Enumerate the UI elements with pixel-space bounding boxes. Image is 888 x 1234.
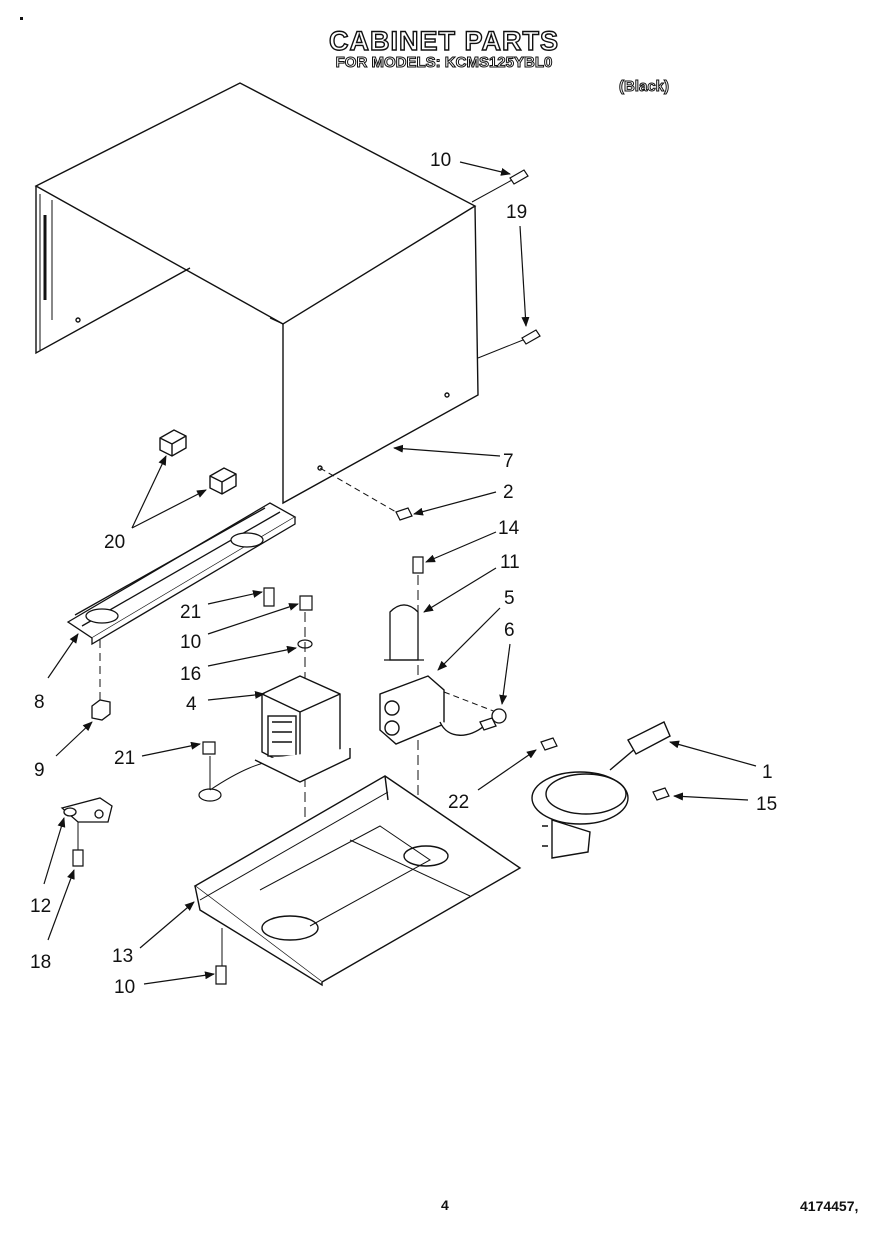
callout-4: 4 xyxy=(186,694,197,715)
callout-21-upper: 21 xyxy=(180,602,201,623)
page-number: 4 xyxy=(441,1197,449,1213)
callout-8: 8 xyxy=(34,692,45,713)
callout-20: 20 xyxy=(104,532,125,553)
callout-22: 22 xyxy=(448,792,469,813)
callout-10-bottom: 10 xyxy=(114,977,135,998)
callout-2: 2 xyxy=(503,482,514,503)
leader-arrows xyxy=(43,161,757,985)
bracket-part xyxy=(384,604,424,661)
callout-10-mid: 10 xyxy=(180,632,201,653)
corner-mark xyxy=(20,17,23,20)
callout-7: 7 xyxy=(503,451,514,472)
finish-label: (Black) xyxy=(618,78,670,96)
callout-11: 11 xyxy=(500,552,520,573)
capacitor-part xyxy=(379,675,485,745)
model-subtitle: FOR MODELS: KCMS125YBL0 xyxy=(335,54,553,72)
callout-14: 14 xyxy=(498,518,520,539)
callout-18: 18 xyxy=(30,952,51,973)
callout-12: 12 xyxy=(30,896,51,917)
outer-cabinet-part xyxy=(34,82,479,505)
rubber-foot-part xyxy=(159,429,237,495)
power-cord-part xyxy=(531,721,671,859)
callout-15: 15 xyxy=(756,794,777,815)
foot-part xyxy=(91,699,111,721)
callout-6: 6 xyxy=(504,620,515,641)
screw-part xyxy=(395,169,541,521)
callout-1: 1 xyxy=(762,762,773,783)
callout-19: 19 xyxy=(506,202,527,223)
base-plate-part xyxy=(193,775,522,987)
diode-part xyxy=(479,708,507,731)
cord-clamp-part xyxy=(60,797,113,823)
document-number: 4174457, xyxy=(800,1198,859,1214)
transformer-part xyxy=(254,675,351,783)
callout-10-top: 10 xyxy=(430,150,451,171)
callout-13: 13 xyxy=(112,946,133,967)
callout-9: 9 xyxy=(34,760,45,781)
callout-labels: 10 19 7 2 20 14 11 5 6 21 10 16 4 8 9 21… xyxy=(30,150,777,998)
callout-16: 16 xyxy=(180,664,201,685)
diagram-title: CABINET PARTS xyxy=(328,25,559,56)
callout-21-lower: 21 xyxy=(114,748,135,769)
fastener-parts xyxy=(72,556,670,985)
front-rail-part xyxy=(66,502,297,646)
callout-5: 5 xyxy=(504,588,515,609)
